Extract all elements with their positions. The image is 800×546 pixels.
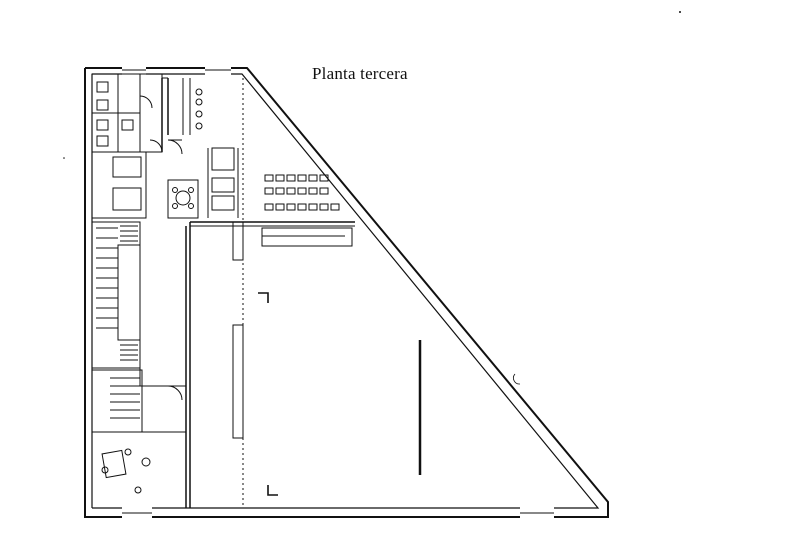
- outer-walls: [84, 66, 609, 519]
- platform: [261, 227, 353, 247]
- seat: [286, 174, 296, 182]
- seat: [297, 174, 307, 182]
- seat: [286, 187, 296, 195]
- seat: [319, 174, 329, 182]
- seat: [319, 203, 329, 211]
- seat: [275, 203, 285, 211]
- small-stair: [91, 369, 186, 433]
- seat: [319, 187, 329, 195]
- seat: [330, 203, 340, 211]
- seat: [308, 174, 318, 182]
- classroom-seating: [190, 174, 355, 227]
- seat: [308, 203, 318, 211]
- bedroom-block: [91, 151, 147, 219]
- seat: [308, 187, 318, 195]
- staircase: [91, 221, 186, 401]
- seat: [286, 203, 296, 211]
- seat: [264, 187, 274, 195]
- plan-title: Planta tercera: [312, 64, 408, 83]
- seat: [264, 203, 274, 211]
- partitions: [185, 78, 422, 508]
- toilet-icon: [96, 81, 134, 147]
- seat: [275, 187, 285, 195]
- office-room: [101, 448, 151, 494]
- seat: [297, 203, 307, 211]
- corridor-walls: [161, 77, 203, 155]
- corner-marks: [258, 292, 278, 496]
- toilets-block: [91, 73, 163, 153]
- dining-area: [167, 147, 239, 219]
- seat: [297, 187, 307, 195]
- seat: [264, 174, 274, 182]
- seat: [275, 174, 285, 182]
